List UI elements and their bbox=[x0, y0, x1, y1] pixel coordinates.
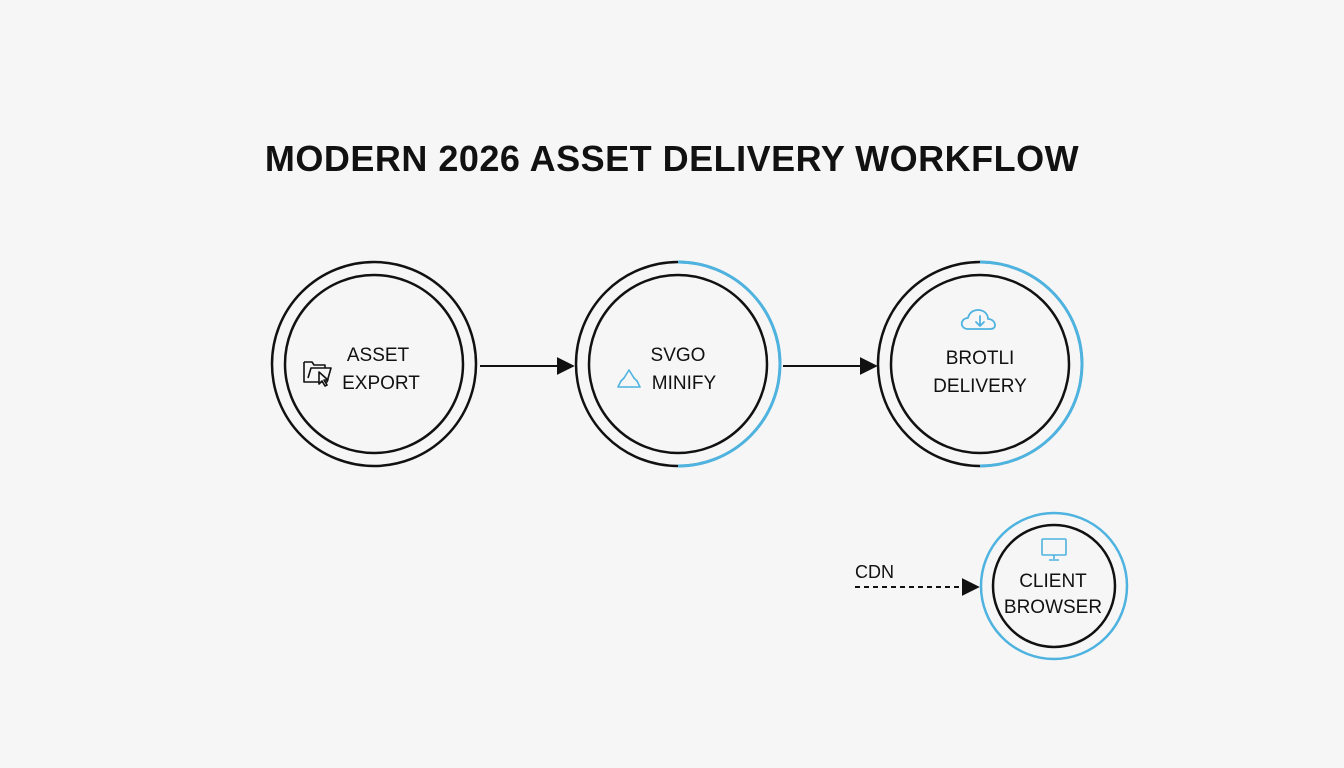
node-brotli-delivery: BROTLI DELIVERY bbox=[876, 260, 1084, 468]
node-label-line1: CLIENT bbox=[1019, 571, 1087, 592]
node-inner-ring bbox=[587, 273, 769, 455]
node-inner-ring bbox=[991, 523, 1117, 649]
diagram-title: MODERN 2026 ASSET DELIVERY WORKFLOW bbox=[264, 138, 1080, 179]
node-label-line2: DELIVERY bbox=[933, 376, 1027, 397]
node-outer-ring bbox=[979, 511, 1129, 661]
cdn-edge-label: CDN bbox=[855, 562, 894, 582]
node-client-browser: CLIENT BROWSER bbox=[979, 511, 1129, 661]
triangle-recycle-icon bbox=[617, 369, 641, 388]
node-inner-ring bbox=[283, 273, 465, 455]
folder-cursor-icon bbox=[303, 361, 332, 387]
node-inner-ring bbox=[889, 273, 1071, 455]
node-label-line1: ASSET bbox=[347, 345, 410, 366]
node-progress-arc bbox=[677, 260, 782, 468]
node-svgo-minify: SVGO MINIFY bbox=[574, 260, 782, 468]
node-label-line2: MINIFY bbox=[652, 373, 717, 394]
node-label-line1: BROTLI bbox=[946, 348, 1015, 369]
node-label-line1: SVGO bbox=[651, 345, 706, 366]
node-outer-ring bbox=[270, 260, 478, 468]
node-progress-arc bbox=[979, 260, 1084, 468]
monitor-icon bbox=[1041, 538, 1067, 561]
cloud-download-icon bbox=[960, 309, 996, 330]
node-asset-export: ASSET EXPORT bbox=[270, 260, 478, 468]
node-label-line2: BROWSER bbox=[1004, 597, 1102, 618]
node-label-line2: EXPORT bbox=[342, 373, 420, 394]
